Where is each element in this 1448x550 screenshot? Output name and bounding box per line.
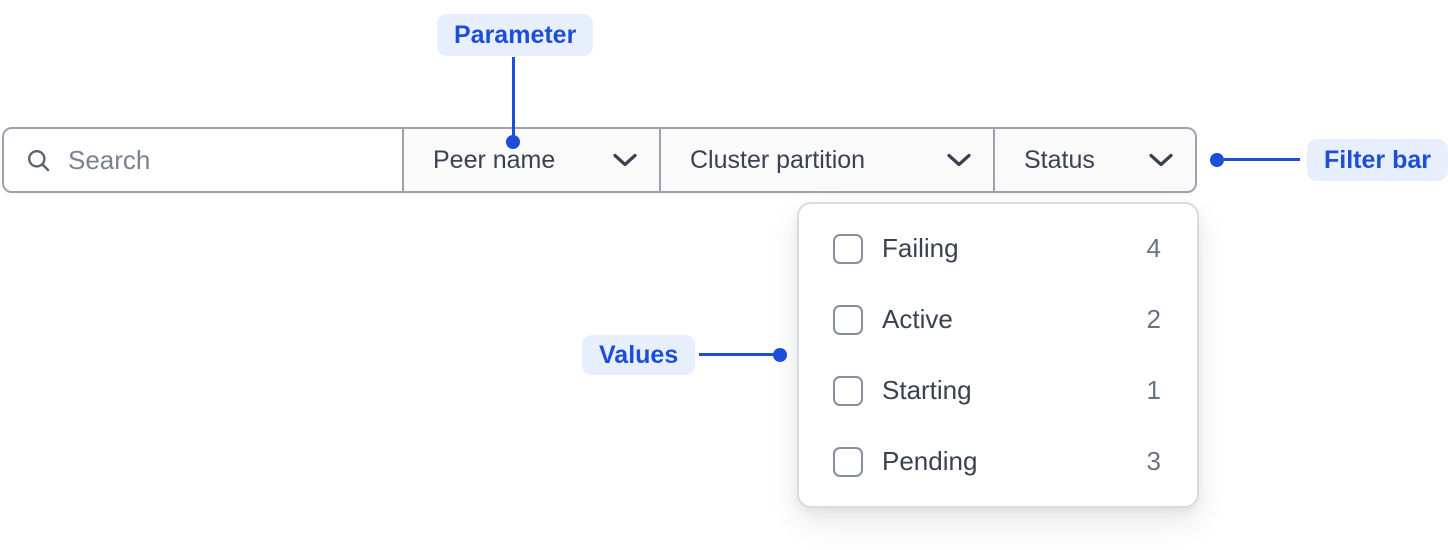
values-connector-line (699, 353, 773, 356)
status-option-failing[interactable]: Failing 4 (799, 213, 1197, 284)
status-option-pending[interactable]: Pending 3 (799, 426, 1197, 497)
values-connector-dot (773, 348, 787, 362)
filter-bar-connector-line (1224, 158, 1300, 161)
checkbox[interactable] (833, 446, 863, 477)
option-label: Active (882, 304, 953, 334)
search-input[interactable] (68, 144, 386, 176)
chevron-down-icon (1149, 153, 1173, 167)
status-option-active[interactable]: Active 2 (799, 284, 1197, 355)
chevron-down-icon (947, 153, 971, 167)
status-option-starting[interactable]: Starting 1 (799, 355, 1197, 426)
filter-bar-connector-dot (1210, 153, 1224, 167)
parameter-connector-line (512, 57, 515, 136)
values-annotation-badge: Values (582, 335, 696, 375)
search-field[interactable] (4, 129, 402, 191)
option-label: Pending (882, 446, 978, 476)
option-count: 1 (1146, 375, 1161, 405)
filter-dropdown-status[interactable]: Status (993, 129, 1195, 191)
option-count: 2 (1146, 304, 1161, 334)
option-label: Starting (882, 375, 972, 405)
filter-bar-annotation-badge: Filter bar (1307, 139, 1448, 181)
option-count: 4 (1146, 233, 1161, 263)
chevron-down-icon (613, 153, 637, 167)
filter-dropdown-cluster-partition[interactable]: Cluster partition (659, 129, 993, 191)
search-icon (28, 149, 50, 171)
option-label: Failing (882, 233, 959, 263)
parameter-connector-dot (506, 135, 520, 149)
filter-bar: Peer name Cluster partition Status (2, 127, 1197, 193)
dropdown-label: Cluster partition (690, 145, 866, 174)
checkbox[interactable] (833, 304, 863, 335)
option-count: 3 (1146, 446, 1161, 476)
dropdown-label: Peer name (433, 145, 556, 174)
parameter-annotation-badge: Parameter (437, 14, 594, 56)
checkbox[interactable] (833, 375, 863, 406)
filter-dropdown-peer-name[interactable]: Peer name (402, 129, 659, 191)
checkbox[interactable] (833, 233, 863, 264)
status-dropdown-panel: Failing 4 Active 2 Starting 1 Pending 3 (797, 202, 1199, 508)
dropdown-label: Status (1024, 145, 1095, 174)
